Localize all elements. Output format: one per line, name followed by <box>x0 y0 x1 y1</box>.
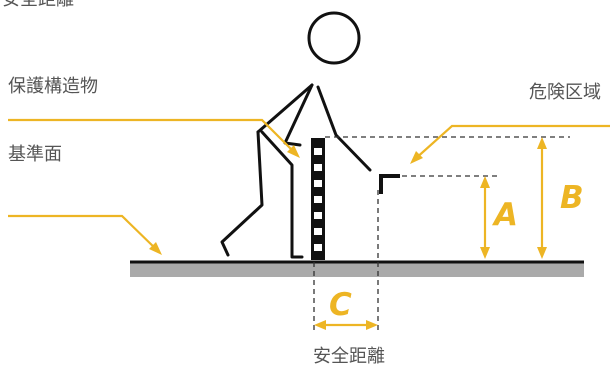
dimension-a-arrow-top <box>480 176 490 188</box>
protective-structure-label: 保護構造物 <box>8 76 98 97</box>
dimension-c-arrow-left <box>314 320 326 330</box>
hazard-zone-label: 危険区域 <box>529 82 601 103</box>
dimension-b-arrow-bottom <box>537 247 547 259</box>
person-front-leg <box>260 130 304 259</box>
leader-lines <box>8 118 610 253</box>
ground-slab <box>130 262 584 277</box>
top-caption: 安全距離 <box>2 0 74 9</box>
reference-plane-leader <box>8 214 160 253</box>
person-back-arm <box>283 83 314 147</box>
post-checker-marks <box>314 148 322 251</box>
protective-structure-leader <box>8 118 298 156</box>
hazard-zone-corner <box>379 174 400 194</box>
dimension-b-label: B <box>560 180 584 216</box>
person-figure <box>220 11 372 259</box>
person-back-leg <box>220 130 264 257</box>
person-head <box>307 11 361 65</box>
dimension-c-label: C <box>329 287 352 323</box>
hazard-zone-leader <box>413 124 610 161</box>
reference-plane-label: 基準面 <box>8 144 62 165</box>
leader-arrowheads <box>149 145 423 255</box>
dimension-a-arrow-bottom <box>480 247 490 259</box>
dimension-a-label: A <box>494 197 518 233</box>
dimension-c-arrow-right <box>366 320 378 330</box>
dashed-guides <box>313 136 570 330</box>
person-front-arm <box>316 85 372 172</box>
safety-distance-label: 安全距離 <box>313 346 385 367</box>
dimension-arrows <box>314 137 547 330</box>
dimension-b-arrow-top <box>537 137 547 149</box>
